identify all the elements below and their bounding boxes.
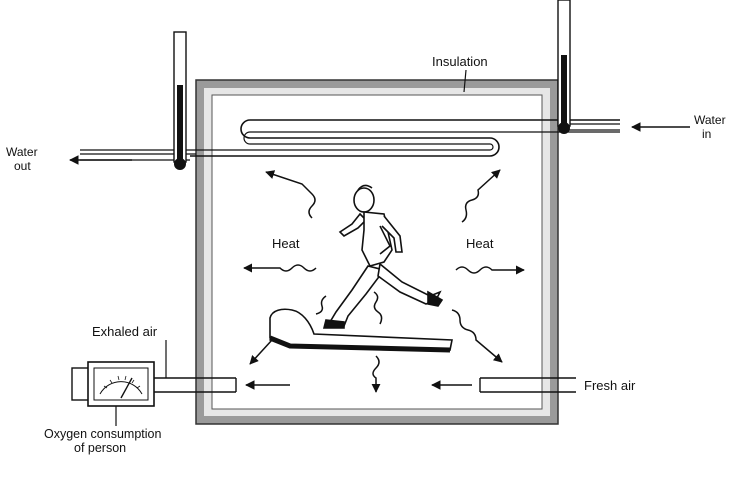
- exhaled-air-duct: [154, 377, 237, 393]
- thermometer-outlet: [173, 31, 187, 170]
- exhaled-air-label: Exhaled air: [92, 324, 158, 339]
- oxygen-meter-needle: [120, 377, 133, 399]
- heat-right-label: Heat: [466, 236, 494, 251]
- insulation-label: Insulation: [432, 54, 488, 69]
- oxygen-meter: [71, 361, 155, 407]
- fresh-air-duct: [479, 377, 576, 393]
- water-in-label-line2: in: [702, 127, 711, 141]
- thermometer-inlet: [557, 0, 571, 134]
- heat-left-label: Heat: [272, 236, 300, 251]
- fresh-air-label: Fresh air: [584, 378, 636, 393]
- runner-figure: [322, 184, 444, 329]
- heat-arrows: [243, 169, 525, 393]
- insulation-leader: [463, 69, 467, 93]
- oxygen-label-line2: of person: [74, 441, 126, 455]
- treadmill: [269, 308, 453, 353]
- water-out-label-line2: out: [14, 159, 31, 173]
- water-out-label-line1: Water: [6, 145, 38, 159]
- oxygen-label-line1: Oxygen consumption: [44, 427, 161, 441]
- water-in-label-line1: Water: [694, 113, 726, 127]
